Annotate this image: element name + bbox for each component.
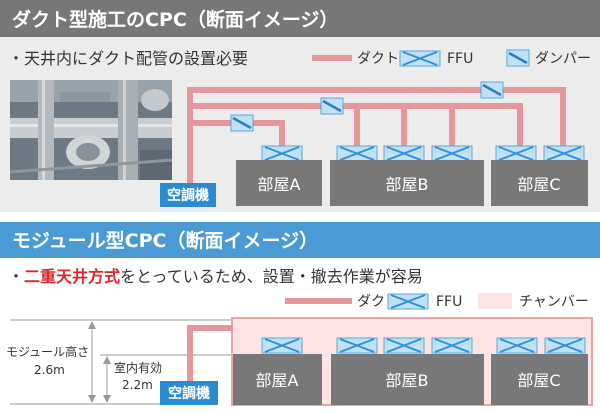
ffu-icon — [383, 145, 425, 162]
module-height-label: モジュール高さ — [6, 344, 89, 359]
legend-chamber-label: チャンバー — [519, 294, 589, 310]
room-b-label: 部屋B — [386, 371, 429, 390]
note-bullet: ・ — [8, 267, 24, 286]
modular-type-header-bar — [0, 222, 600, 258]
duct-line — [187, 325, 233, 382]
note-rest: をとっているため、設置・撤去作業が容易 — [120, 267, 423, 286]
modular-type-note: ・二重天井方式をとっているため、設置・撤去作業が容易 — [8, 267, 423, 286]
room-a-label: 部屋A — [258, 175, 301, 194]
ceiling-duct-photo — [9, 80, 173, 180]
legend-duct-label: ダクト — [357, 51, 399, 67]
room-height-label: 室内有効 — [114, 360, 162, 375]
ffu-icon — [261, 337, 303, 354]
damper-icon — [319, 96, 345, 116]
legend-ffu-label: FFU — [447, 51, 473, 67]
room-c-label: 部屋C — [517, 175, 560, 194]
room-b: 部屋B — [330, 160, 484, 206]
room-height-value: 2.2m — [122, 378, 153, 392]
ffu-icon — [336, 337, 378, 354]
room-c: 部屋C — [491, 160, 588, 206]
duct-type-section: ダクト型施工のCPC（断面イメージ） ・天井内にダクト配管の設置必要 ダクト F… — [0, 0, 600, 212]
legend-chamber-swatch — [478, 293, 512, 309]
ac-unit: 空調機 — [160, 183, 216, 207]
room-a-label: 部屋A — [256, 371, 299, 390]
module-height-value: 2.6m — [34, 363, 65, 377]
ffu-icon — [336, 145, 378, 162]
duct-type-legend: ダクト FFU ダンパー — [312, 48, 591, 68]
room-b-label: 部屋B — [386, 175, 429, 194]
ffu-icon — [543, 145, 585, 162]
modular-type-legend: ダクト FFU チャンバー — [285, 293, 589, 310]
ffu-icon — [431, 337, 473, 354]
ffu-icon — [496, 337, 538, 354]
modular-type-section: モジュール型CPC（断面イメージ） ・二重天井方式をとっているため、設置・撤去作… — [0, 222, 600, 406]
room-b: 部屋B — [331, 354, 484, 405]
duct-type-title: ダクト型施工のCPC（断面イメージ） — [12, 8, 338, 31]
legend-damper-icon — [505, 48, 531, 68]
ac-unit: 空調機 — [160, 381, 218, 405]
legend-ffu-icon — [399, 50, 441, 67]
ffu-icon — [431, 145, 473, 162]
duct-type-header-bar — [0, 0, 600, 37]
ac-unit-label: 空調機 — [167, 187, 209, 204]
damper-icon — [479, 80, 505, 100]
ac-unit-label: 空調機 — [168, 385, 210, 402]
room-c-label: 部屋C — [517, 371, 560, 390]
legend-ffu-label: FFU — [436, 294, 462, 310]
duct-type-note: ・天井内にダクト配管の設置必要 — [8, 49, 248, 68]
duct-lines — [187, 87, 566, 185]
modular-type-title: モジュール型CPC（断面イメージ） — [12, 229, 318, 252]
ffu-icon — [383, 337, 425, 354]
damper-icon — [229, 113, 255, 133]
legend-ffu-icon — [387, 293, 429, 310]
ffu-icon — [495, 145, 537, 162]
room-a: 部屋A — [236, 160, 322, 206]
dimension-annotations: モジュール高さ 2.6m 室内有効 2.2m — [6, 319, 232, 405]
ffu-icon — [261, 145, 303, 162]
ffu-icon — [544, 337, 586, 354]
room-c: 部屋C — [491, 354, 588, 405]
note-highlight: 二重天井方式 — [24, 267, 120, 286]
legend-damper-label: ダンパー — [535, 51, 591, 67]
room-a: 部屋A — [233, 354, 322, 405]
